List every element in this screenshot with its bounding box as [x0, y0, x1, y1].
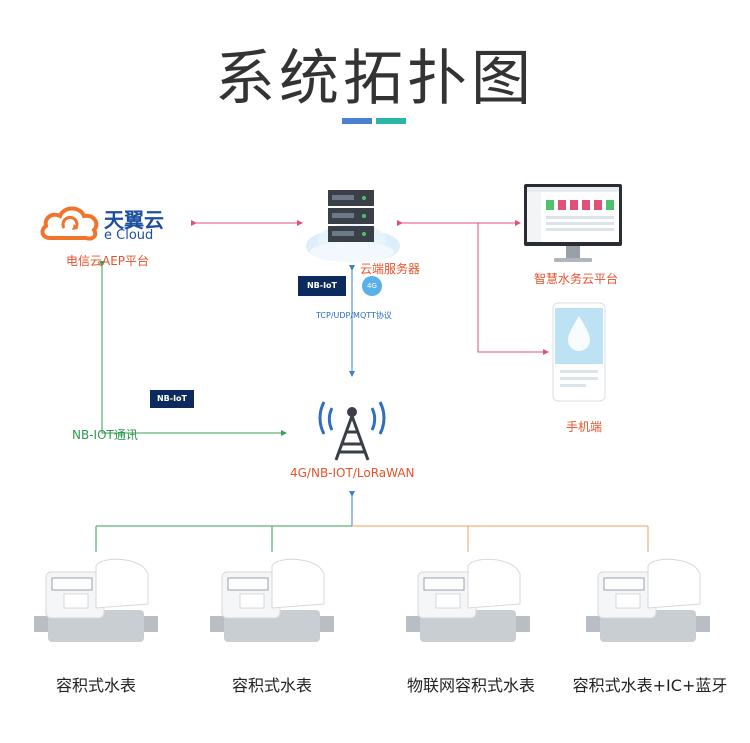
tower-label: 4G/NB-IOT/LoRaWAN [290, 466, 415, 480]
server-protocol: TCP/UDP/MQTT协议 [316, 311, 392, 320]
meter-label-2: 容积式水表 [231, 676, 312, 695]
tianyi-brand-en: e Cloud [104, 228, 154, 243]
nbiot-badge: NB-IoT [150, 390, 194, 408]
server-nbiot-badge-text: NB-IoT [306, 281, 338, 290]
tianyi-label: 电信云AEP平台 [66, 254, 150, 268]
server-nbiot-badge: NB-IoT [298, 276, 346, 296]
server-label: 云端服务器 [360, 262, 421, 276]
water-meter-3 [406, 558, 530, 642]
meter-label-4: 容积式水表+IC+蓝牙 [572, 676, 728, 695]
water-meter-1 [34, 558, 158, 642]
title-accent-right [376, 118, 406, 124]
server-lte-badge: 4G [362, 276, 382, 296]
signal-tower-icon [318, 401, 386, 461]
server-lte-badge-text: 4G [367, 282, 377, 290]
platform-label: 智慧水务云平台 [534, 272, 619, 286]
water-meter-4 [586, 558, 710, 642]
meter-label-3: 物联网容积式水表 [406, 676, 535, 695]
water-meter-2 [210, 558, 334, 642]
tianyi-cloud-icon [40, 206, 99, 241]
monitor-icon [524, 184, 622, 262]
nbiot-badge-text: NB-IoT [156, 394, 188, 403]
phone-label: 手机端 [566, 420, 603, 434]
page-title: 系统拓扑图 [215, 44, 535, 114]
title-accent-left [342, 118, 372, 124]
link-server-phone [477, 223, 549, 355]
nbiot-label: NB-IOT通讯 [72, 428, 138, 442]
meter-label-1: 容积式水表 [55, 676, 136, 695]
tianyi-brand-cn: 天翼云 [104, 208, 164, 232]
server-icon [306, 190, 400, 262]
phone-icon [552, 302, 606, 402]
link-tianyi-tower [99, 261, 287, 436]
